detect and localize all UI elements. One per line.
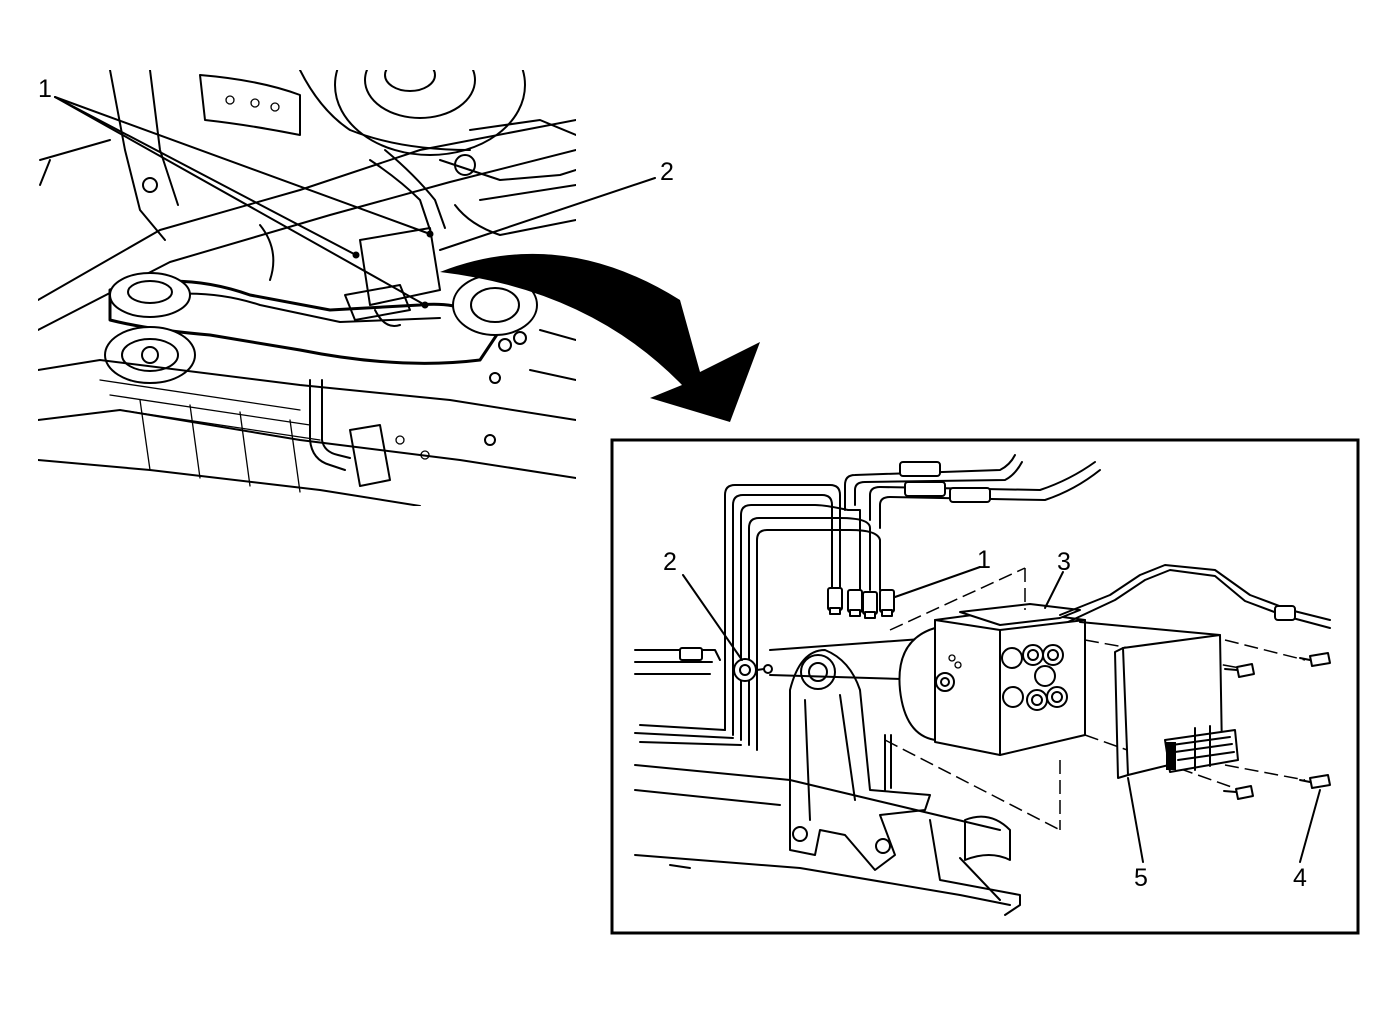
detail-leader-2 — [682, 574, 743, 661]
brake-line-fittings — [827, 587, 895, 619]
overview-callout-1: 1 — [38, 75, 52, 103]
frame-crossmember — [634, 764, 1021, 916]
fastener-point — [421, 301, 429, 309]
overview-leader-1c — [54, 96, 426, 306]
detail-callout-2: 2 — [663, 548, 677, 576]
abs-modulator — [898, 603, 1086, 756]
overview-leader-1a — [54, 96, 357, 256]
mounting-bracket — [769, 637, 936, 871]
brake-lines — [634, 454, 1101, 751]
overview-callout-2: 2 — [660, 158, 674, 186]
overview-view: 1 2 — [38, 70, 674, 506]
detail-callout-5: 5 — [1134, 864, 1148, 892]
ebcm-module — [1079, 621, 1239, 779]
detail-view-arrow — [440, 253, 760, 422]
bracket-bolt — [733, 658, 773, 682]
fastener-point — [426, 230, 434, 238]
fastener-point — [352, 251, 360, 259]
detail-leader-1 — [894, 566, 981, 598]
detail-callout-1: 1 — [977, 546, 991, 574]
module-fasteners — [1223, 652, 1331, 800]
detail-leader-3 — [1044, 571, 1064, 609]
detail-callout-4: 4 — [1293, 864, 1307, 892]
overview-leader-1b — [54, 96, 431, 235]
detail-leader-5 — [1127, 777, 1144, 863]
overview-leader-2 — [439, 177, 656, 251]
detail-leader-4 — [1299, 789, 1321, 863]
detail-view: 1 2 3 4 5 — [610, 438, 1360, 935]
detail-callout-3: 3 — [1057, 548, 1071, 576]
vehicle-underside-illustration — [38, 70, 576, 506]
